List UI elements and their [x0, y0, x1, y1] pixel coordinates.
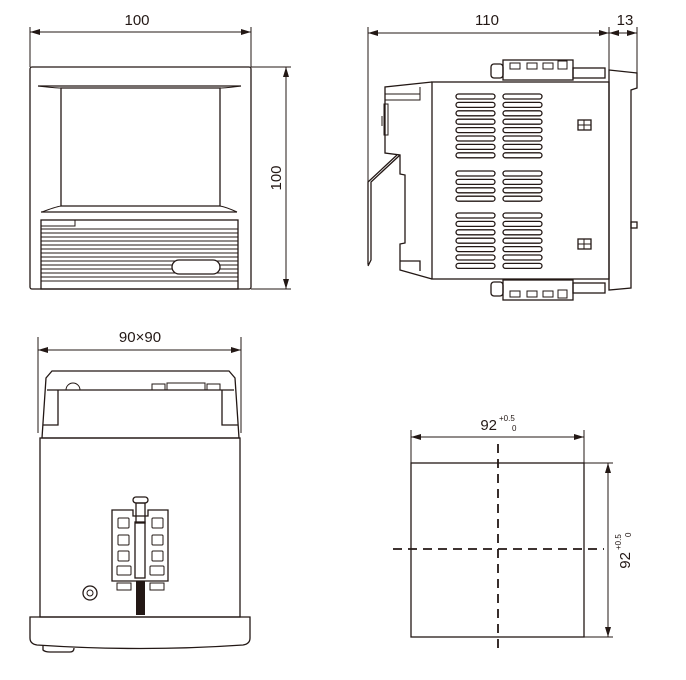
vent-slot — [502, 135, 543, 142]
vent-slot — [455, 110, 496, 117]
vent-slot — [455, 135, 496, 142]
display-window — [60, 87, 221, 207]
mounting-bracket — [384, 81, 433, 280]
ground-terminal-icon — [82, 585, 98, 601]
vent-slot — [455, 212, 496, 219]
rear-view: 90×90 — [29, 329, 251, 653]
latch-icon — [577, 119, 592, 131]
panel-stripes — [41, 228, 238, 282]
vent-slot — [455, 262, 496, 270]
front-view: 100 100 — [29, 12, 291, 290]
vent-slot — [455, 143, 496, 151]
vent-slot — [502, 118, 543, 125]
vent-slot — [455, 93, 496, 100]
vent-slot — [502, 262, 543, 270]
vent-slot — [455, 254, 496, 261]
cutout-height-tol-upper: +0.5 — [614, 534, 623, 550]
side-depth-label: 110 — [475, 12, 499, 29]
vent-slot — [502, 126, 543, 134]
vent-slot — [455, 118, 496, 125]
panel-cutout: 92 +0.5 0 92 +0.5 0 — [393, 414, 634, 652]
front-height-label: 100 — [268, 165, 285, 190]
cutout-height-tol-lower: 0 — [624, 532, 633, 537]
vent-slot — [455, 187, 496, 194]
vent-slot — [455, 126, 496, 134]
front-width-label: 100 — [124, 12, 149, 29]
vent-slot — [502, 101, 543, 109]
rear-bezel — [29, 616, 251, 650]
vent-slot — [502, 237, 543, 244]
bottom-terminal-block — [490, 279, 606, 301]
vent-slot — [502, 93, 543, 100]
top-terminal-block — [490, 59, 606, 81]
vent-slot — [502, 143, 543, 151]
vent-slot — [502, 187, 543, 194]
vent-slot — [502, 229, 543, 236]
vent-slot — [502, 152, 543, 159]
vent-slot — [502, 220, 543, 228]
rear-size-label: 90×90 — [119, 329, 161, 346]
ventilation-slots — [455, 93, 543, 270]
vent-slot — [455, 178, 496, 186]
vent-slot — [455, 220, 496, 228]
vent-slot — [502, 110, 543, 117]
vent-slot — [455, 229, 496, 236]
vent-slot — [455, 245, 496, 253]
front-bezel — [29, 66, 252, 290]
vent-slot — [455, 195, 496, 202]
vent-slot — [455, 170, 496, 177]
vent-slot — [455, 152, 496, 159]
vent-slot — [455, 101, 496, 109]
cutout-width-label: 92 — [480, 417, 497, 434]
panel-clip — [111, 496, 169, 615]
indicator-slot — [171, 259, 221, 275]
side-bezel-label: 13 — [617, 12, 634, 29]
side-bezel — [608, 69, 638, 291]
vent-slot — [502, 212, 543, 219]
cutout-height-label: 92 — [617, 552, 634, 569]
vent-slot — [502, 170, 543, 177]
side-view: 110 13 — [367, 12, 638, 301]
vent-slot — [502, 195, 543, 202]
vent-slot — [502, 245, 543, 253]
cutout-width-tol-lower: 0 — [512, 424, 517, 433]
housing — [431, 81, 610, 280]
vent-slot — [502, 178, 543, 186]
keypad-panel — [40, 219, 239, 290]
latch-icon — [577, 238, 592, 250]
cutout-width-tol-upper: +0.5 — [499, 414, 515, 423]
screw-rod — [136, 581, 145, 615]
vent-slot — [455, 237, 496, 244]
vent-slot — [502, 254, 543, 261]
